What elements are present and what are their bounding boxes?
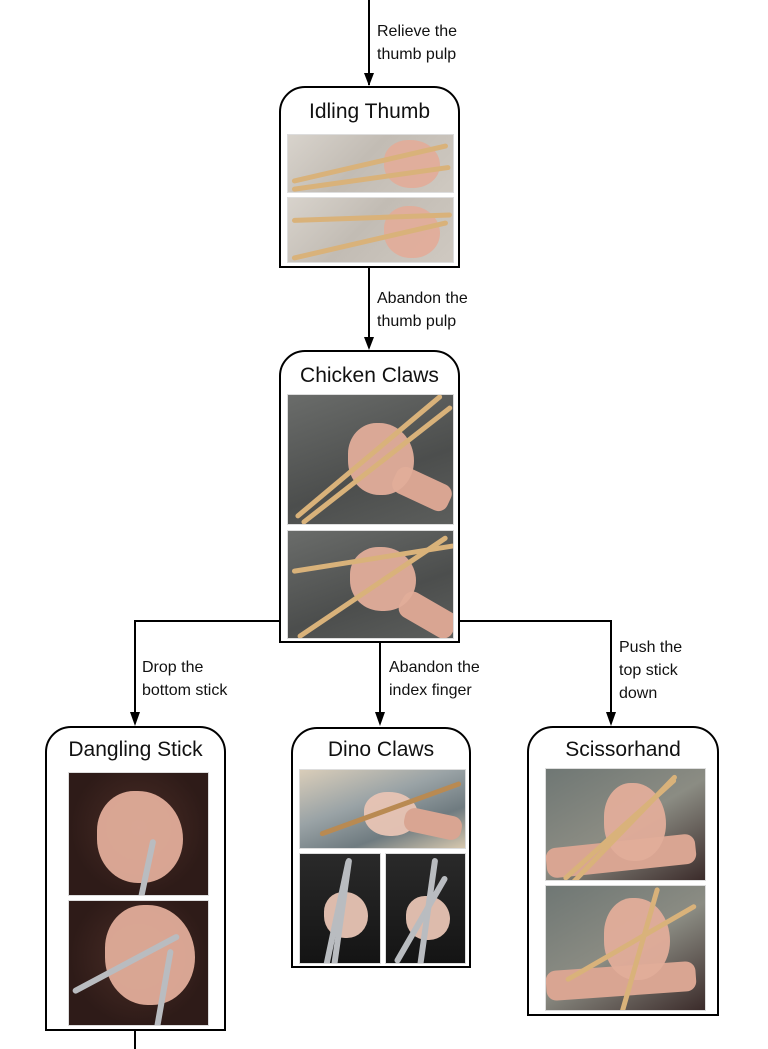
arrowhead-icon bbox=[130, 712, 140, 726]
photo-dino-claws-3 bbox=[385, 853, 466, 964]
node-title: Dangling Stick bbox=[68, 738, 203, 761]
edge-label-drop-bottom-stick: Drop the bottom stick bbox=[142, 659, 228, 699]
node-title: Dino Claws bbox=[327, 738, 435, 761]
node-title: Idling Thumb bbox=[308, 100, 431, 123]
node-dino-claws: Dino Claws bbox=[291, 727, 471, 968]
edge-label-abandon-thumb-pulp: Abandon the thumb pulp bbox=[377, 290, 468, 330]
node-idling-thumb: Idling Thumb bbox=[279, 86, 460, 268]
arrowhead-icon bbox=[375, 712, 385, 726]
photo-idling-thumb-1 bbox=[287, 134, 454, 193]
arrowhead-icon bbox=[364, 337, 374, 350]
photo-scissorhand-2 bbox=[545, 885, 706, 1011]
node-scissorhand: Scissorhand bbox=[527, 726, 719, 1016]
edge-label-relieve-thumb-pulp: Relieve the thumb pulp bbox=[377, 23, 458, 63]
arrowhead-icon bbox=[606, 712, 616, 726]
arrowhead-icon bbox=[364, 73, 374, 86]
photo-dangling-stick-2 bbox=[68, 900, 209, 1026]
edge-label-push-top-stick-down: Push the top stick down bbox=[619, 639, 683, 702]
node-title: Scissorhand bbox=[565, 738, 681, 761]
node-title: Chicken Claws bbox=[300, 364, 439, 387]
photo-scissorhand-1 bbox=[545, 768, 706, 881]
branch-line-left bbox=[134, 620, 279, 712]
edge-label-abandon-index-finger: Abandon the index finger bbox=[389, 659, 480, 699]
branch-line-right bbox=[459, 620, 612, 712]
photo-dino-claws-1 bbox=[299, 769, 466, 849]
photo-chicken-claws-2 bbox=[287, 530, 454, 639]
node-chicken-claws: Chicken Claws bbox=[279, 350, 460, 643]
photo-dino-claws-2 bbox=[299, 853, 381, 964]
node-dangling-stick: Dangling Stick bbox=[45, 726, 226, 1031]
photo-dangling-stick-1 bbox=[68, 772, 209, 896]
photo-chicken-claws-1 bbox=[287, 394, 454, 525]
photo-idling-thumb-2 bbox=[287, 197, 454, 263]
